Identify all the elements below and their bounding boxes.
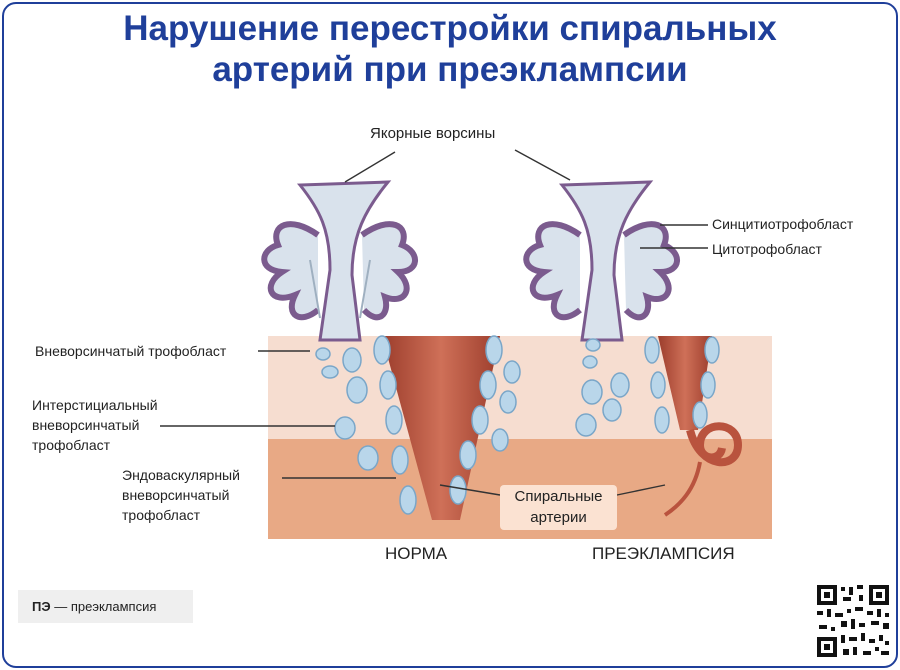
page-title: Нарушение перестройки спиральных артерий… bbox=[0, 8, 900, 90]
anchor-villus-normal bbox=[261, 180, 418, 342]
title-line-2: артерий при преэклампсии bbox=[212, 50, 688, 89]
label-interstitial-line-2: вневорсинчатый bbox=[32, 417, 140, 433]
footer-note: ПЭ — преэклампсия bbox=[18, 590, 193, 623]
footer-abbr: ПЭ bbox=[32, 599, 51, 614]
label-anchor-villi: Якорные ворсины bbox=[370, 125, 496, 142]
label-endovascular-trophoblast: Эндоваскулярный вневорсинчатый трофоблас… bbox=[122, 465, 240, 525]
label-interstitial-line-1: Интерстициальный bbox=[32, 397, 158, 413]
label-endovascular-line-3: трофобласт bbox=[122, 507, 201, 523]
trophoblast-cells-preeclampsia bbox=[575, 336, 720, 437]
label-spiral-line-1: Спиральные bbox=[514, 488, 603, 505]
label-endovascular-line-1: Эндоваскулярный bbox=[122, 467, 240, 483]
label-normal: НОРМА bbox=[385, 544, 448, 563]
label-cytotrophoblast: Цитотрофобласт bbox=[712, 241, 822, 257]
label-interstitial-trophoblast: Интерстициальный вневорсинчатый трофобла… bbox=[32, 395, 158, 455]
label-syncytiotrophoblast: Синцитиотрофобласт bbox=[712, 216, 854, 232]
trophoblast-cells-normal bbox=[315, 335, 521, 515]
label-spiral-arteries: Спиральные артерии bbox=[500, 485, 617, 530]
footer-text: — преэклампсия bbox=[50, 599, 157, 614]
leader-lines bbox=[160, 149, 708, 496]
label-endovascular-line-2: вневорсинчатый bbox=[122, 487, 230, 503]
spiral-artery-normal bbox=[382, 336, 500, 520]
label-spiral-line-2: артерии bbox=[530, 509, 587, 526]
label-interstitial-line-3: трофобласт bbox=[32, 437, 111, 453]
label-preeclampsia: ПРЕЭКЛАМПСИЯ bbox=[592, 544, 735, 563]
title-line-1: Нарушение перестройки спиральных bbox=[123, 9, 777, 48]
label-extravillous-trophoblast: Вневорсинчатый трофобласт bbox=[35, 343, 227, 359]
anchor-villus-preeclampsia bbox=[523, 180, 680, 342]
qr-code-icon[interactable] bbox=[815, 583, 891, 659]
